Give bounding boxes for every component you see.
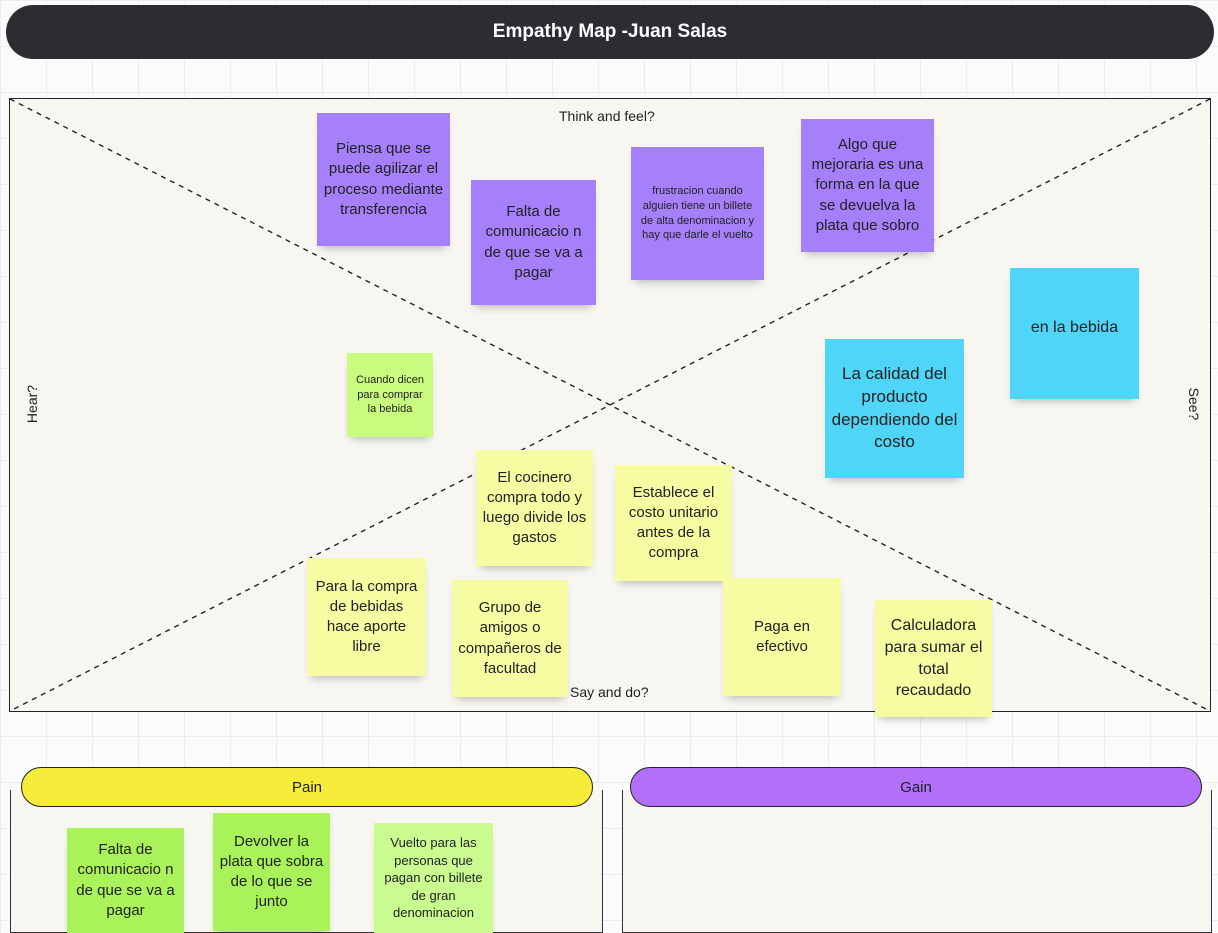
note-text: Falta de comunicacio n de que se va a pa… (76, 841, 175, 919)
pain-label: Pain (291, 778, 323, 796)
sticky-note-think-2[interactable]: Falta de comunicacio n de que se va a pa… (471, 180, 596, 305)
note-text: Falta de comunicacio n de que se va a pa… (484, 203, 583, 281)
note-text: Algo que mejoraria es una forma en la qu… (811, 135, 924, 234)
sticky-note-say-1[interactable]: El cocinero compra todo y luego divide l… (476, 450, 593, 566)
sticky-note-say-5[interactable]: Paga en efectivo (723, 578, 841, 696)
sticky-note-say-4[interactable]: Grupo de amigos o compañeros de facultad (452, 580, 568, 697)
note-text: El cocinero compra todo y luego divide l… (482, 468, 587, 547)
quadrant-label-see: See? (1186, 387, 1202, 421)
sticky-note-say-3[interactable]: Para la compra de bebidas hace aporte li… (307, 558, 426, 676)
sticky-note-pain-3[interactable]: Vuelto para las personas que pagan con b… (374, 823, 493, 933)
title-text: Empathy Map -Juan Salas (492, 21, 728, 42)
gain-label: Gain (900, 778, 932, 796)
note-text: Cuando dicen para comprar la bebida (356, 373, 424, 416)
note-text: Vuelto para las personas que pagan con b… (384, 835, 483, 921)
sticky-note-pain-1[interactable]: Falta de comunicacio n de que se va a pa… (67, 828, 184, 933)
note-text: La calidad del producto dependiendo del … (831, 363, 958, 452)
sticky-note-think-4[interactable]: Algo que mejoraria es una forma en la qu… (801, 119, 934, 252)
quadrant-label-say: Say and do? (570, 684, 649, 700)
gain-section (622, 790, 1212, 933)
note-text: Devolver la plata que sobra de lo que se… (219, 832, 324, 911)
quadrant-label-hear: Hear? (24, 384, 40, 424)
sticky-note-see-2[interactable]: La calidad del producto dependiendo del … (825, 339, 964, 478)
empathy-map-title: Empathy Map -Juan Salas (6, 5, 1214, 59)
note-text: Paga en efectivo (754, 617, 810, 655)
note-text: en la bebida (1030, 318, 1119, 336)
sticky-note-see-1[interactable]: en la bebida (1010, 268, 1139, 399)
sticky-note-think-1[interactable]: Piensa que se puede agilizar el proceso … (317, 113, 450, 246)
sticky-note-say-6[interactable]: Calculadora para sumar el total recaudad… (875, 600, 992, 717)
sticky-note-pain-2[interactable]: Devolver la plata que sobra de lo que se… (213, 813, 330, 931)
note-text: Grupo de amigos o compañeros de facultad (458, 599, 562, 677)
quadrant-diagonals (10, 99, 1210, 711)
sticky-note-say-2[interactable]: Establece el costo unitario antes de la … (615, 465, 732, 581)
note-text: frustracion cuando alguien tiene un bill… (640, 184, 755, 242)
sticky-note-hear-1[interactable]: Cuando dicen para comprar la bebida (347, 353, 433, 437)
quadrant-label-think: Think and feel? (559, 108, 655, 124)
note-text: Piensa que se puede agilizar el proceso … (323, 140, 444, 218)
pain-header: Pain (21, 767, 593, 807)
gain-header: Gain (630, 767, 1202, 807)
note-text: Establece el costo unitario antes de la … (628, 483, 719, 562)
sticky-note-think-3[interactable]: frustracion cuando alguien tiene un bill… (631, 147, 764, 280)
note-text: Para la compra de bebidas hace aporte li… (315, 577, 418, 656)
note-text: Calculadora para sumar el total recaudad… (884, 617, 983, 700)
empathy-map-frame (9, 98, 1211, 712)
